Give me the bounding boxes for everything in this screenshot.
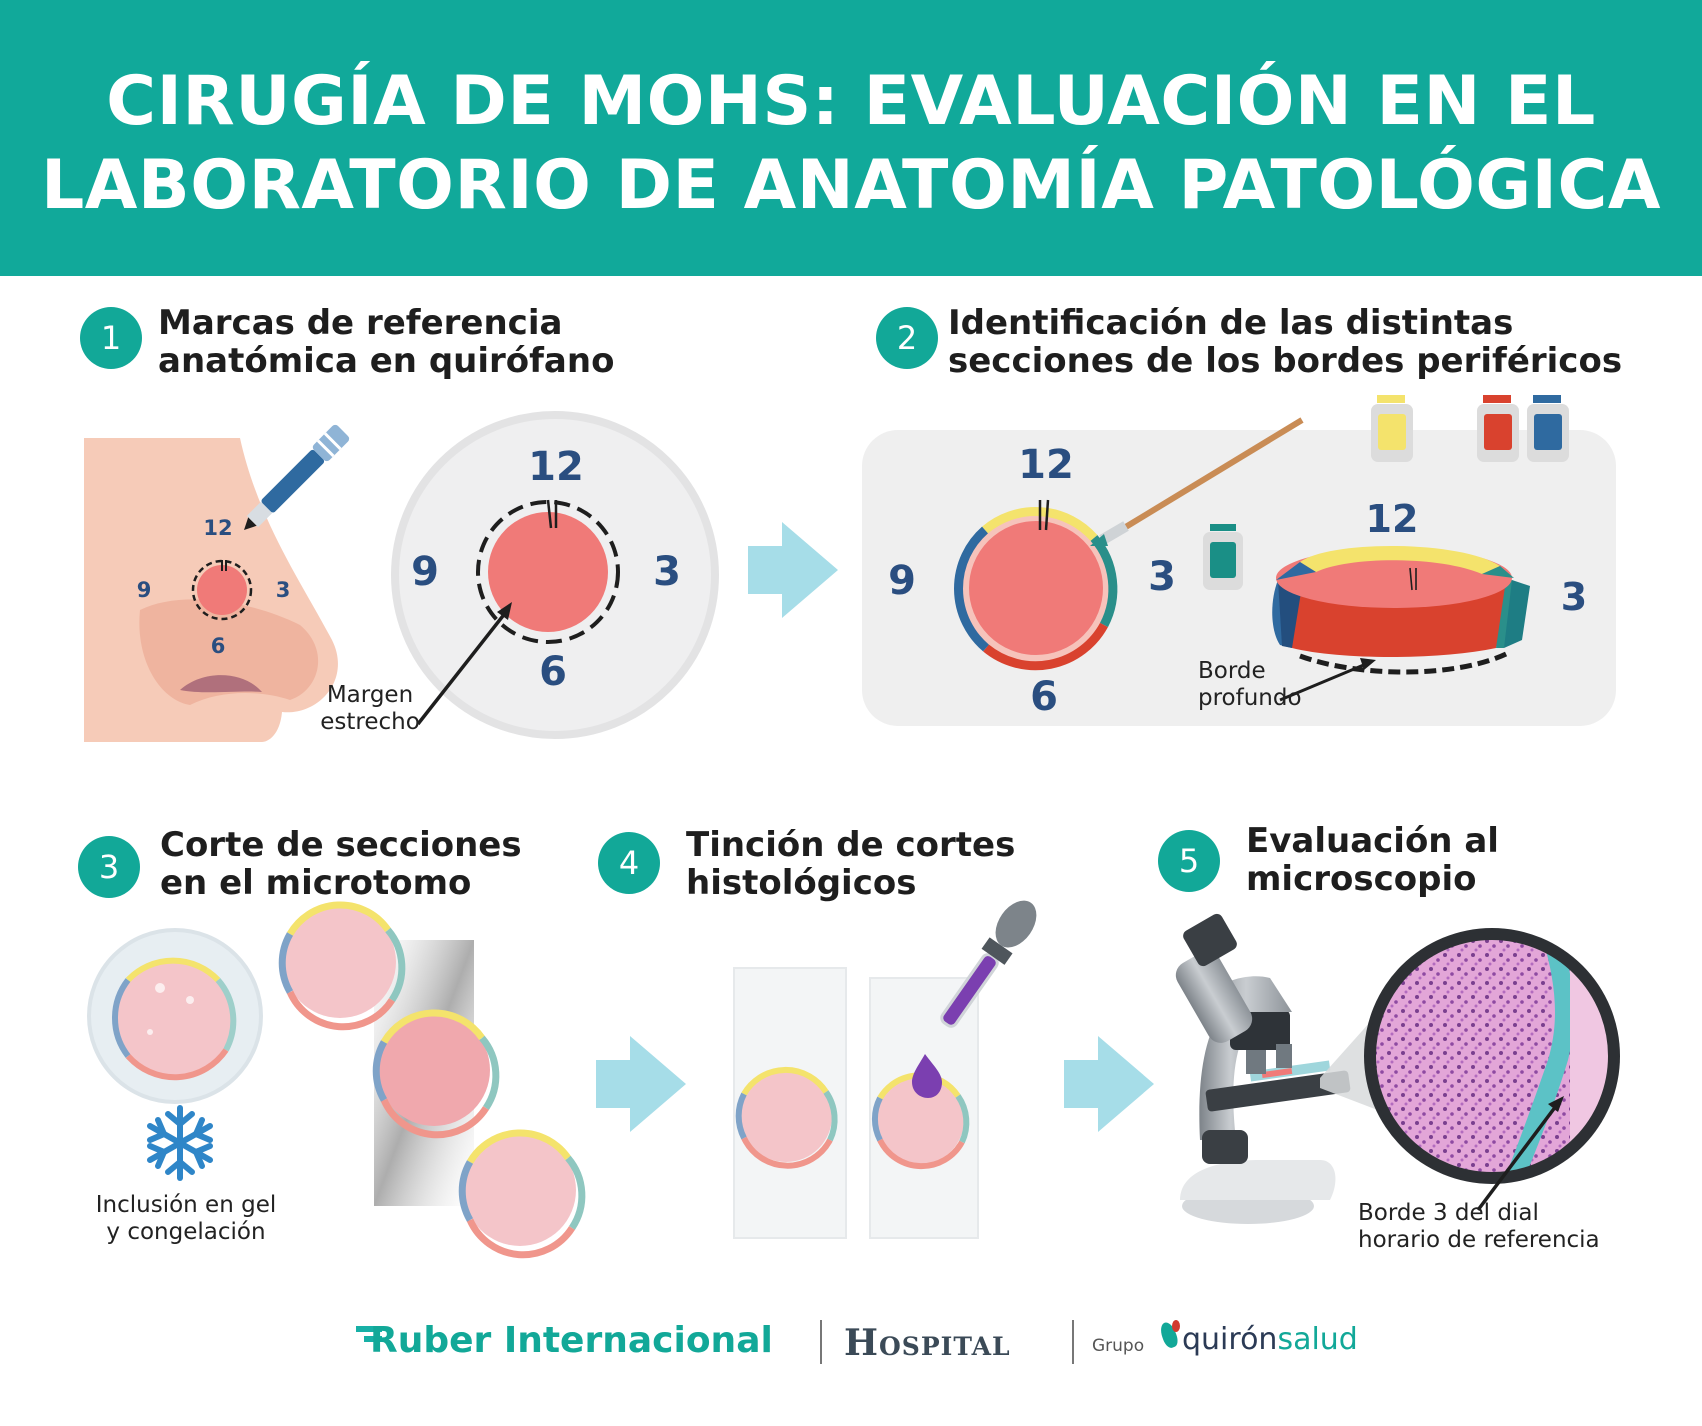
- nose-label-3: 3: [276, 578, 291, 602]
- deep-border-caption-line2: profundo: [1198, 685, 1302, 711]
- step-5-title: Evaluación al microscopio: [1246, 822, 1499, 898]
- dish1-label-3: 3: [653, 549, 681, 595]
- title-line-2: LABORATORIO DE ANATOMÍA PATOLÓGICA: [40, 146, 1662, 225]
- step-4-title-line2: histológicos: [686, 863, 917, 903]
- quironsalud-part1: quirón: [1182, 1322, 1278, 1357]
- margin-caption-line1: Margen: [326, 682, 414, 708]
- grupo-label: Grupo: [1092, 1336, 1145, 1356]
- dish2-label-6: 6: [1030, 674, 1058, 720]
- red-ink-jar-icon: [1477, 395, 1519, 462]
- paint-jars: [1203, 395, 1569, 590]
- margin-caption: Margen estrecho: [318, 682, 422, 736]
- border-caption-line2: horario de referencia: [1358, 1227, 1600, 1253]
- title-line-1: CIRUGÍA DE MOHS: EVALUACIÓN EN EL: [106, 62, 1596, 141]
- step-1-title: Marcas de referencia anatómica en quiróf…: [158, 304, 614, 380]
- ruber-logo-mark: [356, 1326, 382, 1332]
- step-5-title-line2: microscopio: [1246, 859, 1477, 899]
- quironsalud-logo-dot: [1172, 1320, 1180, 1332]
- deep-border-caption-line1: Borde: [1198, 658, 1266, 684]
- arrow-right-icon: [1064, 1036, 1154, 1132]
- step-4-title-line1: Tinción de cortes: [686, 825, 1016, 865]
- dish1-label-6: 6: [539, 649, 567, 695]
- dish1-label-9: 9: [411, 549, 439, 595]
- step-1-title-line2: anatómica en quirófano: [158, 341, 615, 381]
- marker-pen-icon: [244, 424, 350, 530]
- dish2-label-12: 12: [1018, 442, 1074, 488]
- inked-specimen: 12 9 3 6: [888, 442, 1176, 720]
- microscope-slides: [733, 967, 979, 1239]
- step-5-title-line1: Evaluación al: [1246, 821, 1499, 861]
- border-caption-line1: Borde 3 del dial: [1358, 1200, 1539, 1226]
- gel-caption-line1: Inclusión en gel: [95, 1192, 277, 1218]
- snowflake-icon: [147, 1105, 213, 1181]
- teal-ink-jar-icon: [1203, 524, 1243, 590]
- microscope-icon: [1175, 913, 1388, 1224]
- step-1-title-line1: Marcas de referencia: [158, 303, 563, 343]
- step-3-title-line1: Corte de secciones: [160, 825, 522, 865]
- step-2-title: Identificación de las distintas seccione…: [948, 304, 1622, 380]
- nose-label-12: 12: [203, 516, 232, 540]
- dish1-label-12: 12: [528, 444, 584, 490]
- quironsalud-logo: quirónsalud: [1182, 1322, 1358, 1357]
- step-3-title-line2: en el microtomo: [160, 863, 472, 903]
- gel-block: [87, 928, 263, 1104]
- quironsalud-part2: salud: [1277, 1322, 1358, 1357]
- footer-logos: Ruber Internacional Hospital Grupo quiró…: [0, 1318, 1702, 1368]
- step-5-number: 5: [1158, 830, 1220, 892]
- specimen-disc-3d: 12 3: [1272, 497, 1587, 702]
- margin-caption-line2: estrecho: [320, 709, 420, 735]
- step-3-number: 3: [78, 836, 140, 898]
- yellow-ink-jar-icon: [1371, 395, 1413, 462]
- microscope-view: [1364, 928, 1620, 1212]
- nose-illustration: 12 9 3 6: [84, 438, 338, 742]
- nose-label-9: 9: [137, 578, 152, 602]
- step-3-title: Corte de secciones en el microtomo: [160, 826, 522, 902]
- step-4-number: 4: [598, 832, 660, 894]
- step-2-title-line1: Identificación de las distintas: [948, 303, 1514, 343]
- nose-label-6: 6: [211, 634, 226, 658]
- disc-label-12: 12: [1366, 497, 1419, 541]
- specimen-dish-1: 12 9 3 6: [391, 411, 719, 739]
- arrow-right-icon: [748, 522, 838, 618]
- step-2-title-line2: secciones de los bordes periféricos: [948, 341, 1623, 381]
- arrow-right-icon: [596, 1036, 686, 1132]
- paintbrush-icon: [1090, 417, 1304, 546]
- footer-divider-2: [1072, 1320, 1074, 1364]
- gel-caption: Inclusión en gel y congelación: [86, 1192, 286, 1246]
- disc-label-3: 3: [1561, 575, 1587, 619]
- ruber-logo-mark-2: [364, 1336, 382, 1342]
- step-2-number: 2: [876, 307, 938, 369]
- ruber-internacional-logo: Ruber Internacional: [370, 1320, 773, 1361]
- gel-caption-line2: y congelación: [106, 1219, 266, 1245]
- dropper-icon: [912, 900, 1037, 1098]
- step-1-number: 1: [80, 307, 142, 369]
- header-banner: CIRUGÍA DE MOHS: EVALUACIÓN EN EL LABORA…: [0, 0, 1702, 276]
- hospital-logo: Hospital: [844, 1322, 1011, 1364]
- microtome-sections: [278, 901, 586, 1259]
- border-caption: Borde 3 del dial horario de referencia: [1358, 1200, 1600, 1254]
- step-4-title: Tinción de cortes histológicos: [686, 826, 1015, 902]
- footer-divider-1: [820, 1320, 822, 1364]
- dish2-label-9: 9: [888, 558, 916, 604]
- blue-ink-jar-icon: [1527, 395, 1569, 462]
- dish2-label-3: 3: [1148, 554, 1176, 600]
- deep-border-caption: Borde profundo: [1198, 658, 1302, 712]
